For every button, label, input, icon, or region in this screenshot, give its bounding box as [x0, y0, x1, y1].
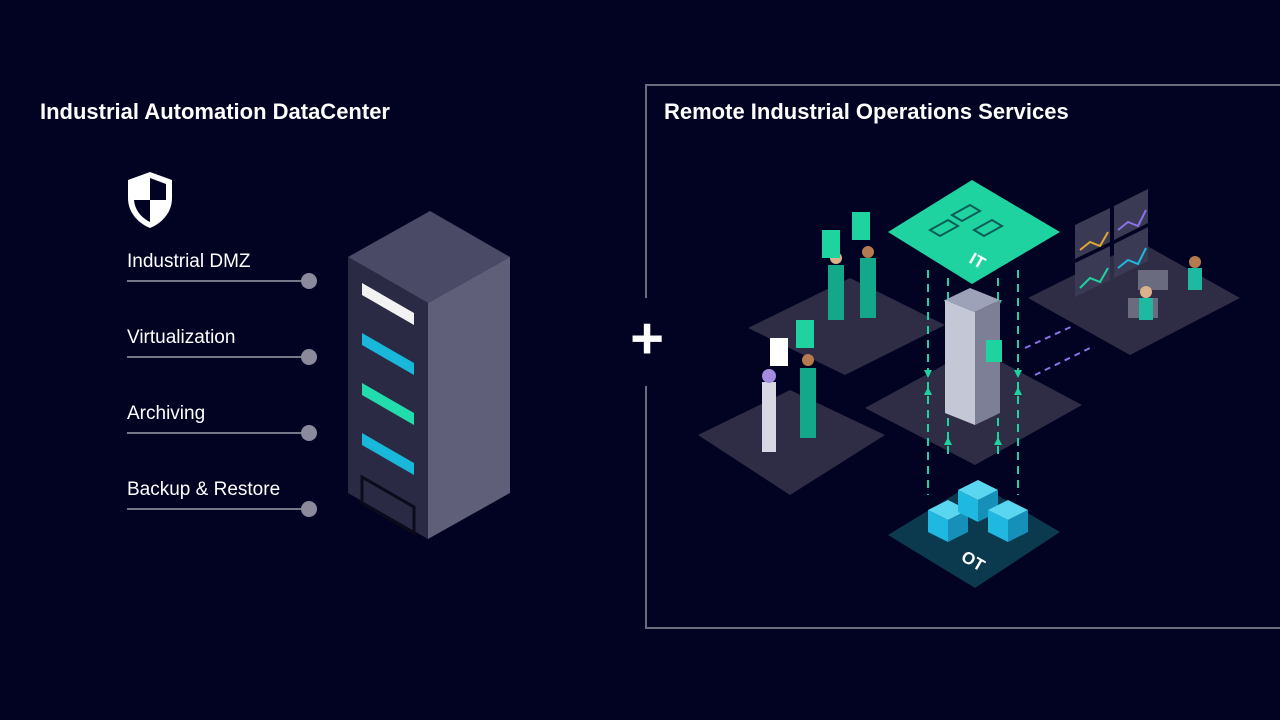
- checklist-icons: [770, 212, 870, 366]
- rack-slot: [362, 333, 414, 375]
- connector-line: [127, 508, 303, 510]
- connector-line: [127, 356, 303, 358]
- shield-icon: [128, 172, 172, 228]
- frame-gap-cover: [640, 298, 654, 386]
- plus-sign: +: [630, 306, 664, 371]
- rack-slot: [362, 283, 414, 325]
- feature-industrial-dmz: Industrial DMZ: [127, 251, 327, 289]
- server-badge-icon: [986, 340, 1002, 362]
- datacenter-title: Industrial Automation DataCenter: [40, 99, 390, 124]
- platform-upper-left: [748, 278, 945, 375]
- ot-cube-icons: [928, 480, 1028, 542]
- server-rack-illustration: [348, 211, 510, 539]
- feature-label: Industrial DMZ: [127, 251, 251, 272]
- connector-dot: [301, 501, 317, 517]
- platform-left: [698, 390, 885, 495]
- server-side: [975, 300, 1000, 425]
- connector-dot: [301, 425, 317, 441]
- laptop-icon: [928, 203, 1004, 238]
- feature-archiving: Archiving: [127, 403, 327, 441]
- rack-slot: [362, 383, 414, 425]
- connector-dot: [301, 349, 317, 365]
- operator-figures: [1128, 256, 1202, 320]
- services-title: Remote Industrial Operations Services: [664, 99, 1069, 124]
- feature-label: Virtualization: [127, 327, 236, 348]
- server-top: [945, 288, 1000, 312]
- server-front: [945, 300, 975, 425]
- feature-label: Archiving: [127, 403, 206, 424]
- purple-arrows: [1024, 324, 1091, 376]
- connector-line: [127, 432, 303, 434]
- dashboard-screens-icon: [1075, 189, 1148, 297]
- rack-slot: [360, 474, 416, 536]
- engineer-figures: [762, 246, 876, 452]
- it-platform: [888, 180, 1060, 284]
- operations-scene-illustration: IT: [698, 180, 1240, 588]
- feature-label: Backup & Restore: [127, 479, 281, 500]
- feature-virtualization: Virtualization: [127, 327, 327, 365]
- rack-slot: [362, 433, 414, 475]
- connector-dot: [301, 273, 317, 289]
- connector-line: [127, 280, 303, 282]
- feature-backup-restore: Backup & Restore: [127, 479, 327, 517]
